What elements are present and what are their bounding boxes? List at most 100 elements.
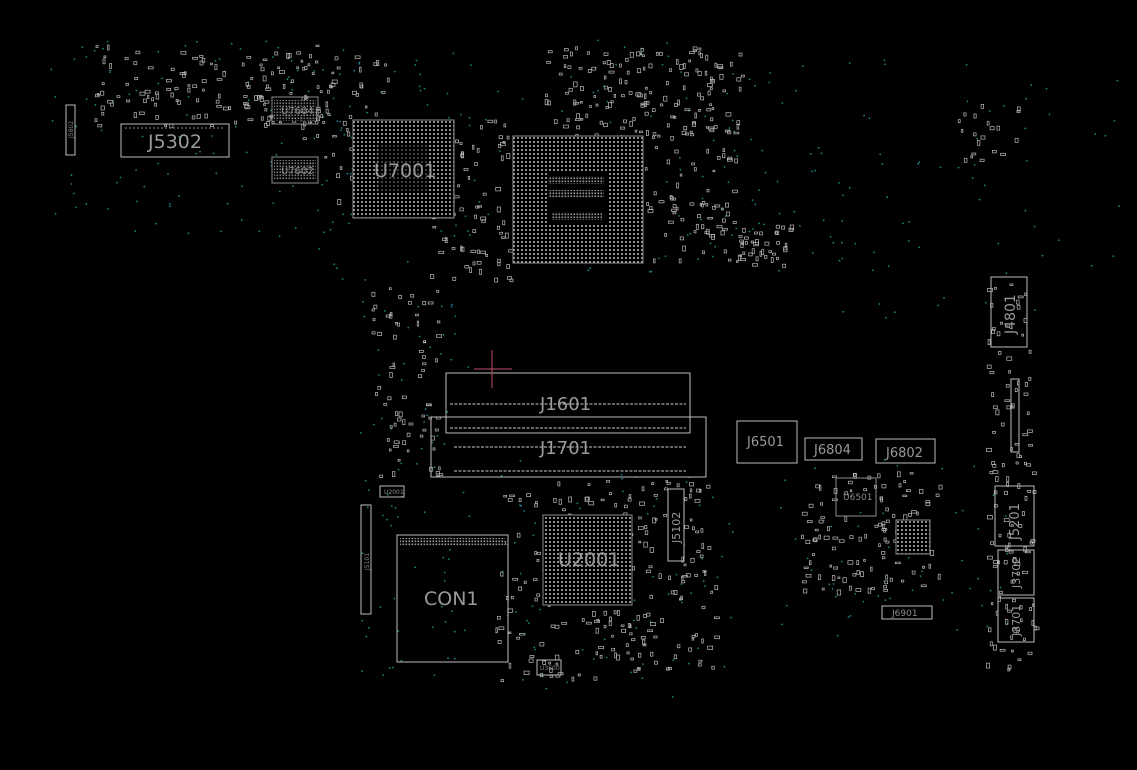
smd-part: [533, 578, 538, 581]
via: [667, 55, 670, 58]
component-u3600[interactable]: U3600: [536, 659, 562, 676]
component-j5302[interactable]: J5302: [120, 123, 230, 158]
smd-part: [814, 528, 819, 532]
component-j3702[interactable]: J3702: [997, 549, 1035, 596]
via: [70, 174, 73, 177]
smd-part: [287, 53, 292, 58]
smd-part: [827, 526, 830, 531]
component-j6802[interactable]: J6802: [875, 438, 936, 464]
via: [85, 203, 88, 206]
via: [388, 667, 391, 669]
smd-part: [881, 556, 886, 560]
smd-part: [1027, 651, 1033, 656]
component-j5201[interactable]: J5201: [994, 485, 1035, 547]
smd-part: [94, 118, 98, 123]
smd-part: [736, 123, 740, 130]
smd-part: [820, 502, 823, 506]
smd-part: [436, 320, 441, 324]
smd-part: [819, 484, 822, 491]
component-right-strip-connector[interactable]: [1010, 378, 1020, 453]
component-j4801[interactable]: J4801: [990, 276, 1028, 348]
via: [470, 64, 472, 67]
smd-part: [315, 44, 320, 47]
smd-part: [438, 466, 441, 471]
smd-part: [639, 130, 643, 134]
smd-part: [652, 135, 655, 140]
smd-part: [421, 414, 425, 418]
smd-part: [201, 79, 207, 84]
component-j6804[interactable]: J6804: [804, 437, 863, 461]
label-j6901: J6901: [891, 609, 918, 619]
smd-part: [709, 234, 715, 238]
smd-part: [389, 366, 396, 369]
smd-part: [628, 91, 633, 95]
smd-part: [980, 103, 984, 109]
via: [836, 634, 839, 637]
component-u6501[interactable]: U6501: [835, 477, 877, 517]
smd-part: [579, 101, 583, 104]
smd-part: [695, 633, 698, 637]
smd-part: [393, 445, 399, 448]
smd-part: [316, 85, 320, 89]
component-j5102[interactable]: J5102: [667, 488, 685, 562]
component-j5802[interactable]: J5802: [65, 104, 76, 156]
via: [675, 573, 678, 576]
component-u7604[interactable]: U7604: [271, 96, 319, 125]
smd-part: [575, 46, 578, 51]
smd-part: [577, 673, 581, 677]
component-u2001-small[interactable]: U2001: [379, 485, 405, 498]
via: [623, 46, 626, 49]
component-j1701[interactable]: J1701: [430, 416, 707, 478]
via: [764, 171, 767, 174]
component-u7602[interactable]: U7602: [271, 156, 319, 184]
via: [1104, 134, 1107, 137]
smd-part: [384, 63, 387, 67]
smd-part: [631, 638, 636, 642]
component-cpu-bga[interactable]: [512, 135, 644, 264]
smd-part: [591, 66, 597, 71]
smd-part: [709, 103, 712, 106]
via: [143, 185, 146, 188]
smd-part: [782, 263, 786, 268]
smd-part: [707, 90, 711, 96]
via: [418, 85, 421, 88]
via: [386, 493, 389, 496]
via: [886, 196, 888, 199]
via: [116, 181, 118, 184]
smd-part: [870, 566, 873, 572]
component-j3701[interactable]: J3701: [997, 597, 1035, 643]
smd-part: [642, 54, 645, 57]
component-j5101[interactable]: J5101: [360, 504, 372, 615]
via: [973, 465, 976, 468]
via: [353, 69, 356, 72]
component-u7001[interactable]: U7001: [352, 119, 455, 219]
component-j1601[interactable]: J1601: [445, 372, 691, 434]
via: [679, 157, 681, 159]
component-j6501[interactable]: J6501: [736, 420, 798, 464]
smd-part: [654, 660, 658, 665]
smd-part: [726, 158, 733, 162]
smd-part: [684, 497, 688, 501]
smd-part: [1022, 570, 1028, 575]
smd-part: [558, 72, 563, 76]
via: [723, 166, 726, 168]
smd-part: [539, 642, 545, 647]
smd-part: [434, 428, 439, 432]
component-small-bga-right[interactable]: [895, 519, 931, 555]
smd-part: [1008, 550, 1014, 554]
smd-part: [638, 540, 642, 544]
smd-part: [379, 474, 383, 478]
smd-part: [336, 66, 341, 70]
smd-part: [375, 392, 378, 397]
component-con1[interactable]: CON1: [396, 534, 509, 663]
smd-part: [681, 575, 684, 580]
component-j6901[interactable]: J6901: [881, 605, 933, 620]
smd-part: [682, 245, 686, 252]
via: [291, 89, 293, 91]
smd-part: [697, 663, 702, 667]
via: [908, 221, 911, 223]
smd-part: [1027, 489, 1032, 493]
via: [723, 665, 726, 668]
component-u2001[interactable]: U2001: [542, 514, 633, 606]
